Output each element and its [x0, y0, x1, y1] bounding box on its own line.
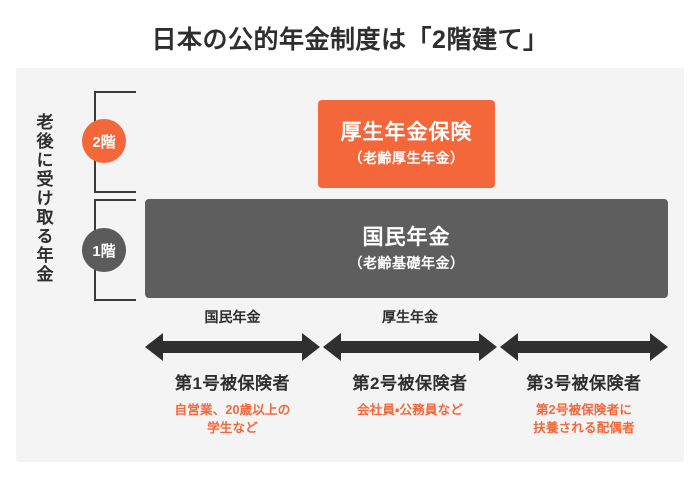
column-3-subtitle-line1: 第2号被保険者に	[535, 403, 633, 417]
column-3-title: 第3号被保険者	[526, 374, 642, 393]
tier-upper-title: 厚生年金保険	[340, 121, 473, 145]
tier-box-employees-pension: 厚生年金保険 （老齢厚生年金）	[318, 100, 495, 188]
badge-second-floor: 2階	[82, 119, 126, 163]
column-1-subtitle-line2: 学生など	[207, 421, 258, 436]
column-3-subtitle: 第2号被保険者に 扶養される配偶者	[500, 401, 668, 437]
arrow-graphic-1	[145, 331, 320, 363]
column-3-subtitle-line2: 扶養される配偶者	[533, 421, 635, 436]
arrow-caption-1: 国民年金	[204, 309, 261, 325]
column-1-subtitle-line1: 自営業、20歳以上の	[174, 403, 291, 417]
column-2-subtitle: 会社員・公務員など	[323, 401, 497, 419]
side-label-retirement-pension: 老後に受け取る年金	[33, 113, 53, 284]
column-1-subtitle: 自営業、20歳以上の 学生など	[145, 401, 320, 437]
column-category-3: 第3号被保険者 第2号被保険者に 扶養される配偶者	[500, 369, 668, 437]
column-2-subtitle-line1: 会社員・公務員など	[356, 403, 464, 417]
tier-upper-subtitle: （老齢厚生年金）	[348, 150, 465, 167]
arrow-row: 国民年金 厚生年金	[145, 307, 668, 365]
arrow-graphic-2	[323, 331, 497, 363]
arrow-caption-2: 厚生年金	[382, 309, 438, 325]
arrow-segment-1: 国民年金	[145, 307, 320, 365]
column-2-title: 第2号被保険者	[352, 374, 468, 393]
tier-lower-title: 国民年金	[362, 225, 451, 249]
arrow-segment-2: 厚生年金	[323, 307, 497, 365]
page-title: 日本の公的年金制度は「2階建て」	[151, 26, 549, 54]
tier-lower-subtitle: （老齢基礎年金）	[348, 254, 465, 271]
column-category-1: 第1号被保険者 自営業、20歳以上の 学生など	[145, 369, 320, 437]
column-category-2: 第2号被保険者 会社員・公務員など	[323, 369, 497, 419]
tier-box-national-pension: 国民年金 （老齢基礎年金）	[145, 199, 668, 298]
arrow-graphic-3	[500, 331, 668, 363]
column-1-title: 第1号被保険者	[175, 374, 290, 393]
badge-first-floor: 1階	[82, 228, 126, 272]
insured-category-columns: 第1号被保険者 自営業、20歳以上の 学生など 第2号被保険者 会社員・公務員な…	[145, 369, 668, 449]
arrow-segment-3	[500, 307, 668, 365]
